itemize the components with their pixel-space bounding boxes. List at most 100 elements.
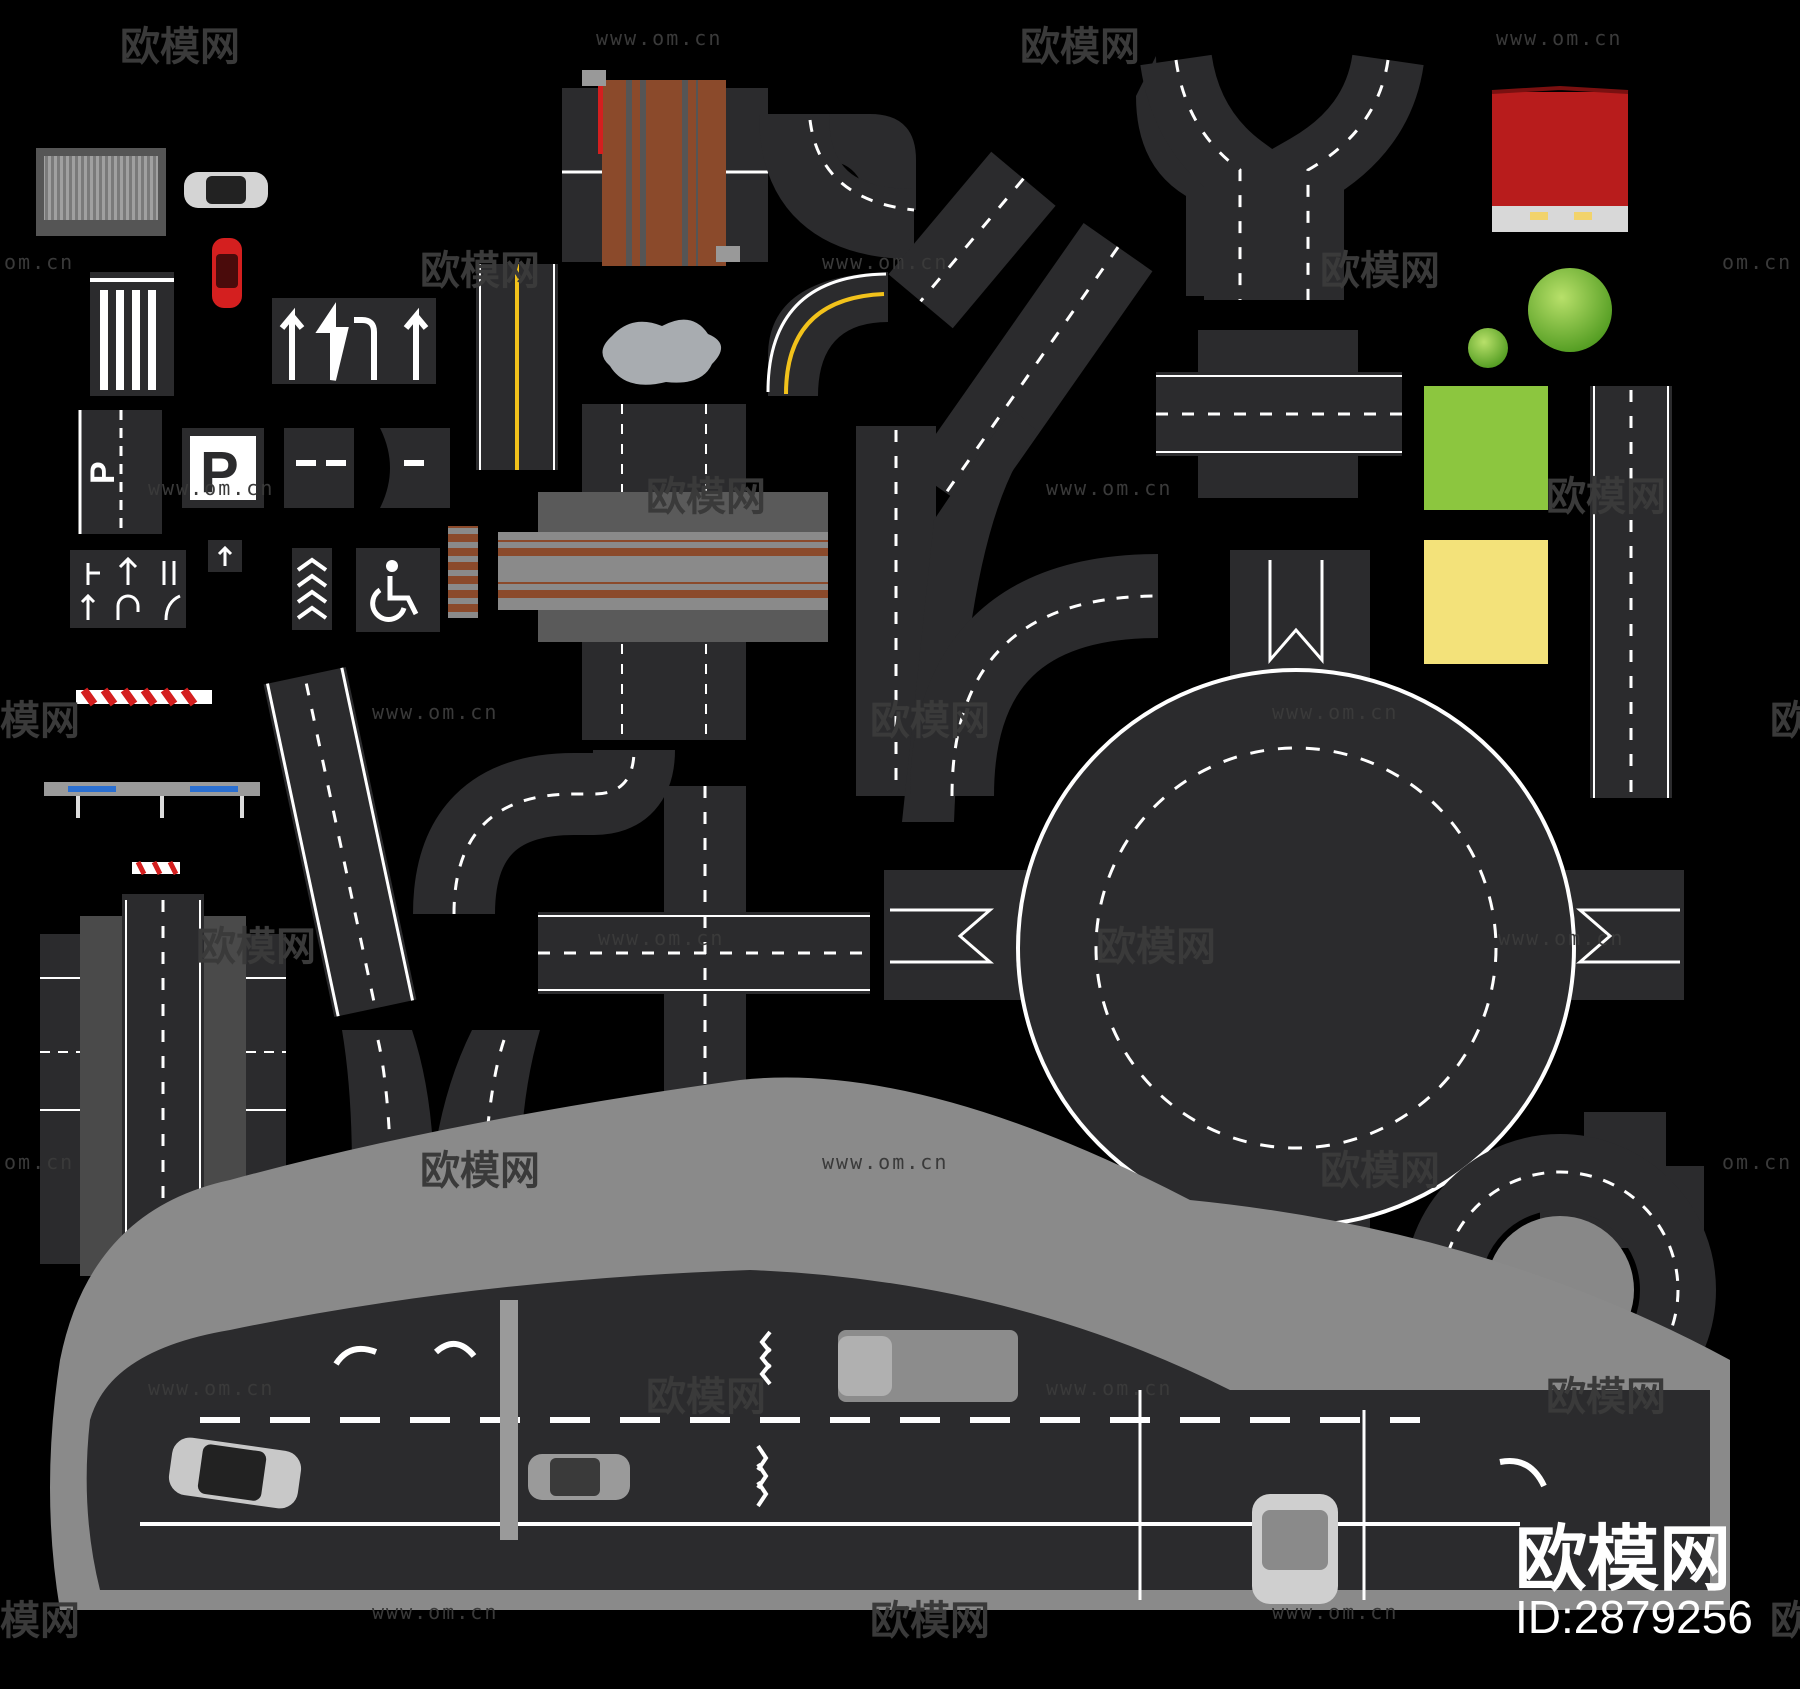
parking-sign-letter: P [200,440,239,505]
parking-sign-tile: P [182,428,264,508]
watermark-site: www.om.cn [596,26,723,50]
watermark-site: www.om.cn [822,1150,949,1174]
watermark-site: www.om.cn [148,1376,275,1400]
watermark-site: om.cn [1722,250,1793,274]
car-top-gray [184,172,268,208]
chevron-arrows-icon [756,1444,769,1508]
tree-small [1468,328,1508,368]
arrow-straight-icon [118,556,138,585]
arrow-turn-icon [164,594,181,621]
arrow-turn-icon [433,1341,477,1358]
accessible-parking-tile [356,548,440,632]
watermark-site: www.om.cn [822,250,949,274]
watermark-brand: 欧模网 [1320,248,1440,294]
barrier-gate [76,687,212,707]
asset-id-label: ID:2879256 [1515,1591,1753,1643]
street-scene-tile [50,1077,1730,1610]
car-top-white [1252,1494,1338,1604]
watermark-brand: 欧模网 [1546,1374,1666,1420]
watermark-site: www.om.cn [1498,926,1625,950]
s-curve-road [413,747,675,916]
watermark-site: www.om.cn [1046,476,1173,500]
arrow-straight-icon [162,561,176,585]
curve-road-yellow [766,272,888,396]
sand-tile [1424,540,1548,664]
watermark-brand: 欧模网 [420,248,540,294]
arrow-straight-icon [279,307,305,380]
watermark-brand: 模网 [0,1598,80,1644]
watermark-brand: 欧模网 [646,1374,766,1420]
watermark-site: om.cn [1722,1150,1793,1174]
arrow-straight-icon [315,302,349,381]
watermark-site: om.cn [4,1150,75,1174]
tree-large [1528,268,1612,352]
arrow-turn-icon [354,317,377,380]
arrow-signs-grid [70,550,186,628]
chevron-arrows-icon [296,557,328,620]
car-top-small [528,1454,630,1500]
road-patch-tiles [284,428,450,508]
diagonal-road-long [911,223,1153,517]
parking-letter: P [84,461,122,484]
watermark-site: www.om.cn [372,700,499,724]
puddle-decal [602,319,722,385]
wheelchair-icon [386,560,398,572]
chevron-tile [292,548,332,630]
watermark-site: www.om.cn [598,926,725,950]
lane-arrows-strip [272,298,436,384]
arrow-turn-icon [333,1346,378,1366]
watermark-brand: 欧模网 [420,1148,540,1194]
tilted-road-segment [263,666,417,1018]
garage-icon [44,156,158,220]
arrow-straight-icon [80,593,96,620]
watermark-site: www.om.cn [1046,1376,1173,1400]
curve-road-tile [759,112,916,259]
arrow-straight-icon [403,307,429,380]
watermark-site: www.om.cn [1272,1600,1399,1624]
cross-intersection-tile [538,786,870,1116]
watermark-brand: 欧模网 [1546,474,1666,520]
chevron-arrows-icon [759,1330,772,1386]
overpass-rail-tile [498,404,828,740]
curve-ramp-tile [910,554,1159,797]
toll-booth [44,782,260,818]
watermark-brand: 欧模网 [120,24,240,70]
diagonal-road-short [888,151,1056,329]
y-split-road-tile [1136,53,1424,300]
watermark-brand: 欧模网 [646,474,766,520]
car-top-red [212,238,242,308]
arrow-straight-icon [217,545,233,566]
house-roof [1491,85,1629,232]
watermark-brand: 欧模网 [196,924,316,970]
vertical-road-right [1590,386,1672,798]
truck-top [838,1330,1018,1402]
arrow-turn-icon [1499,1458,1547,1488]
grass-tile [1424,386,1548,510]
watermark-brand: 欧 [1770,1598,1800,1644]
crosswalk-tile [90,272,174,396]
watermark-brand: 欧 [1770,698,1800,744]
brand-logo-text: 欧模网 [1515,1517,1732,1601]
rail-crossing-tile [562,70,768,266]
wide-crossing-tile [1156,330,1402,498]
car-icon [216,254,238,288]
watermark-brand: 欧模网 [1096,924,1216,970]
car-top-dark [168,1437,302,1509]
watermark-brand: 模网 [0,698,80,744]
watermark-site: om.cn [4,250,75,274]
watermark-brand: 欧模网 [870,698,990,744]
small-barrier [132,860,180,876]
watermark-site: www.om.cn [1496,26,1623,50]
watermark-site: www.om.cn [148,476,275,500]
arrow-turn-icon [86,563,100,585]
tree-icon [1528,268,1612,352]
rail-strip-small [448,526,478,618]
watermark-brand: 欧模网 [1320,1148,1440,1194]
watermark-brand: 欧模网 [870,1598,990,1644]
watermark-site: www.om.cn [372,1600,499,1624]
tree-icon [1468,328,1508,368]
arrow-turn-icon [116,594,140,620]
car-icon [206,176,246,204]
watermark-site: www.om.cn [1272,700,1399,724]
